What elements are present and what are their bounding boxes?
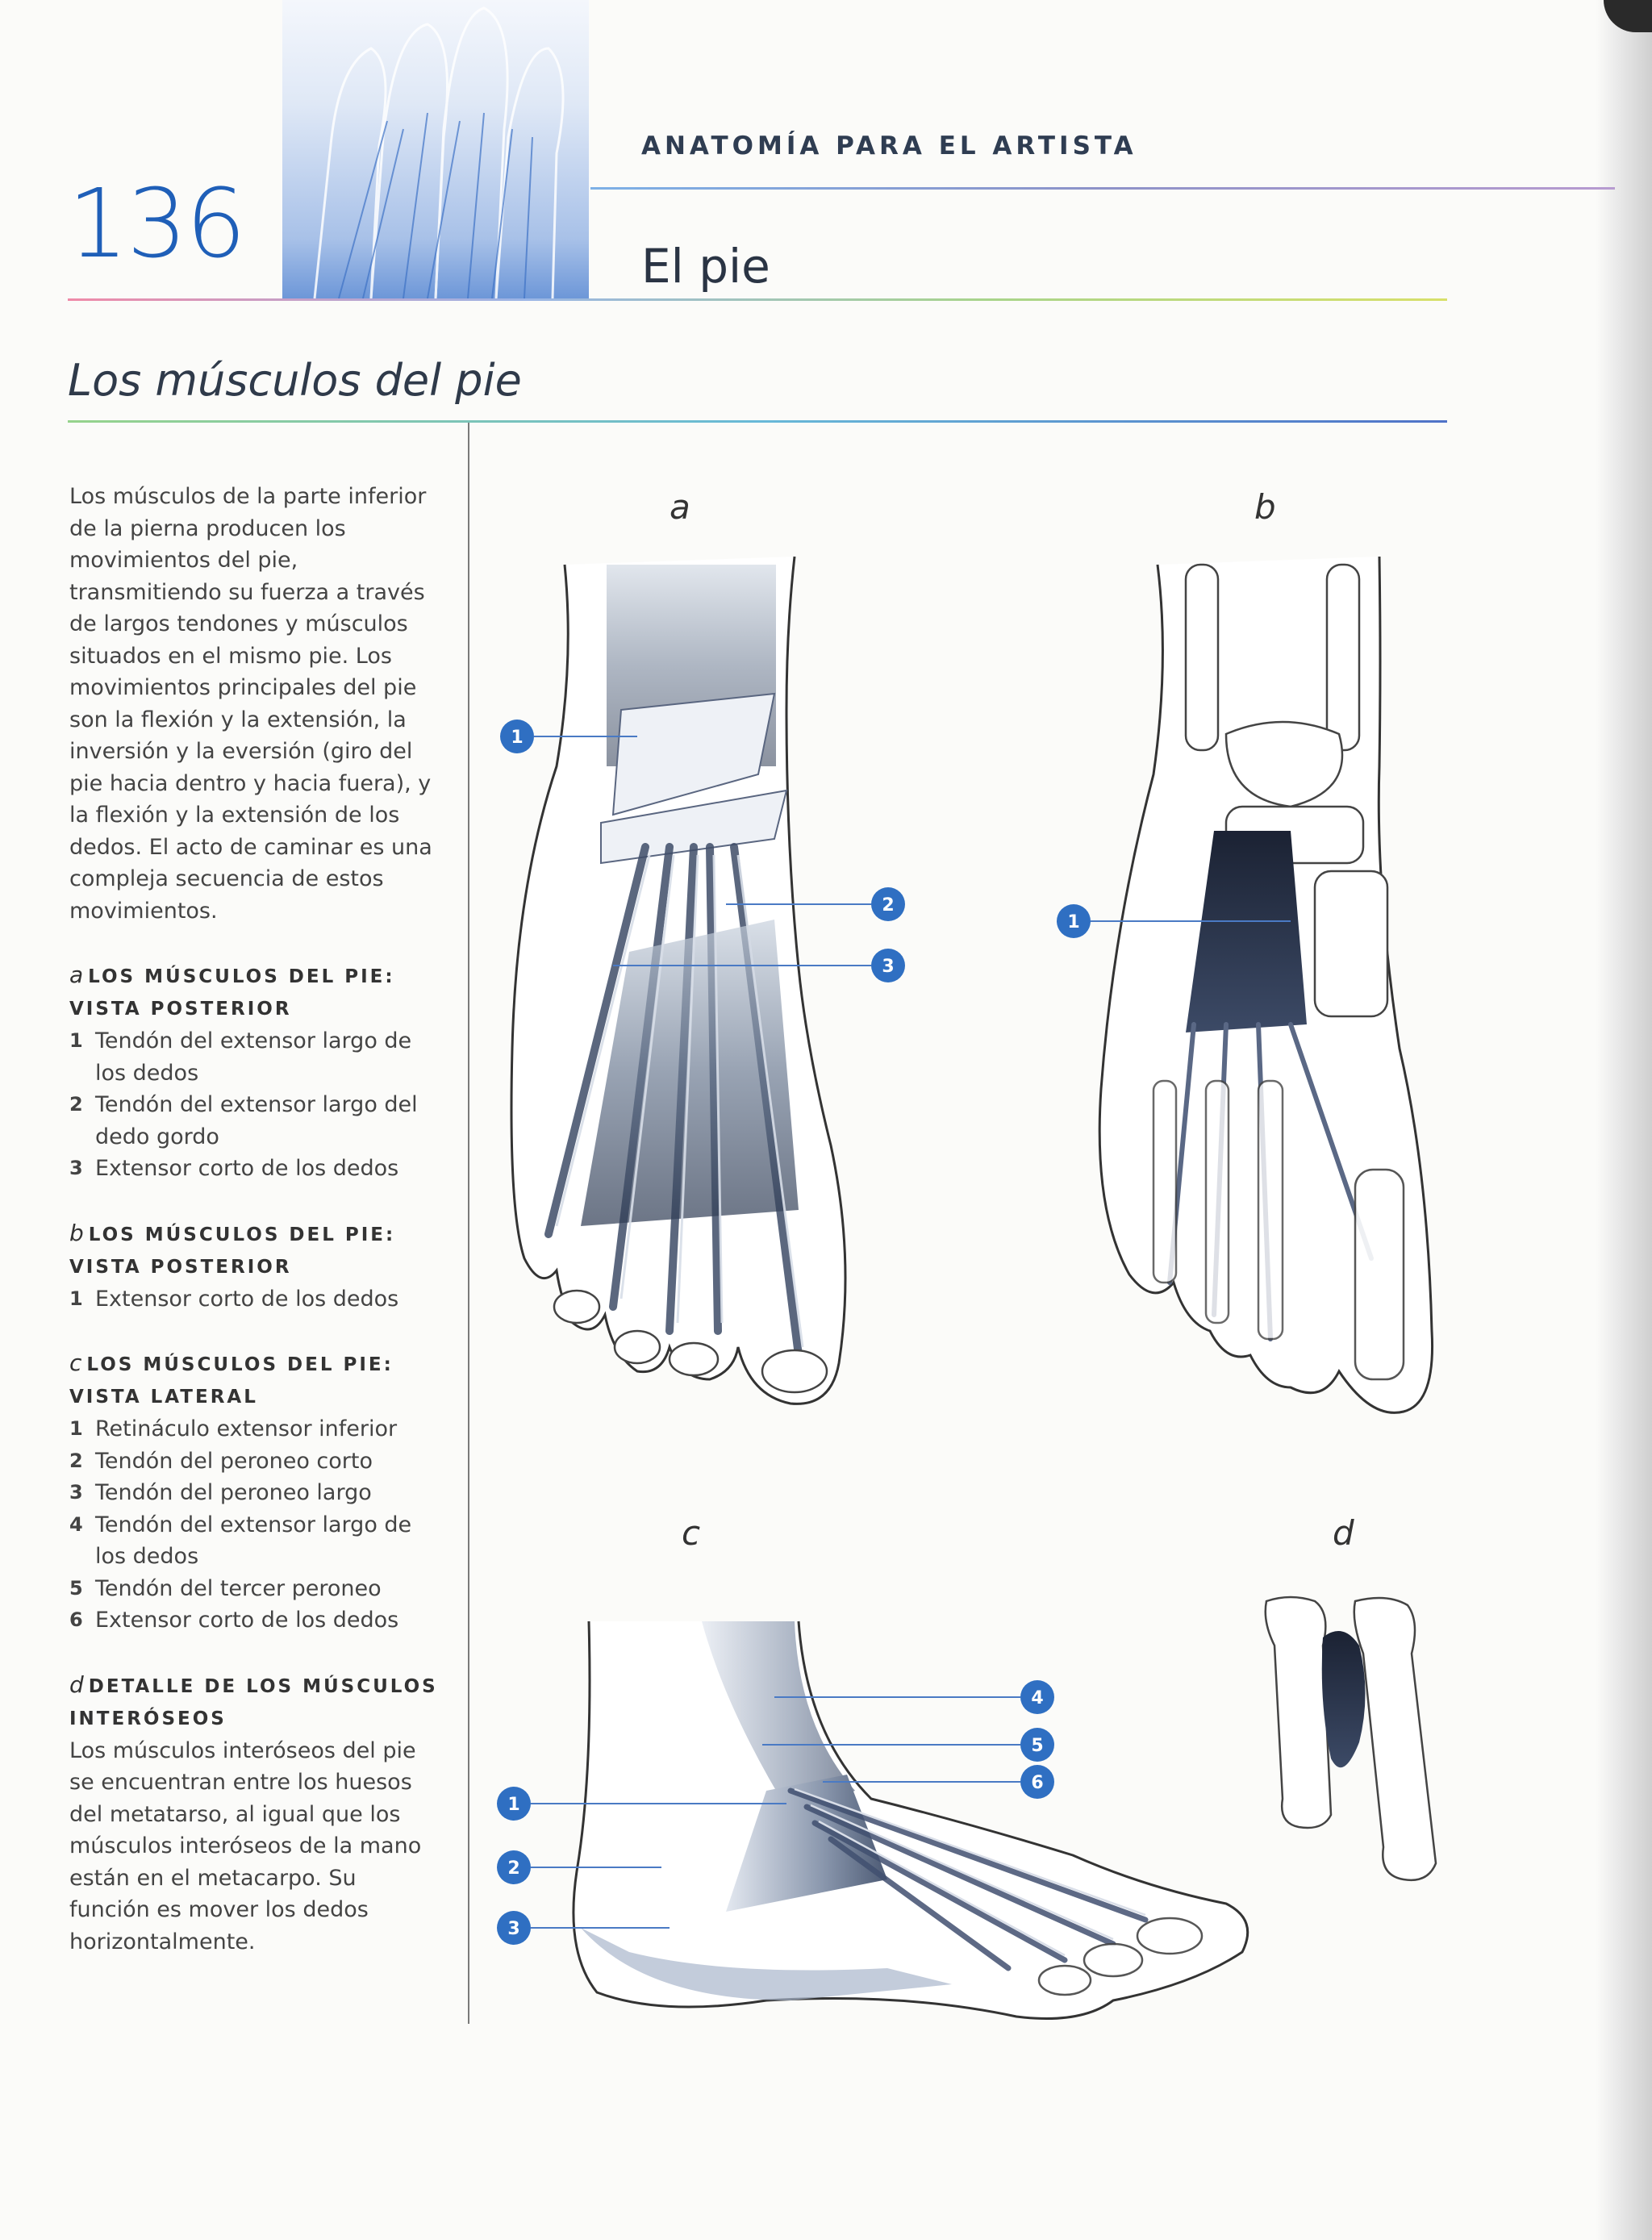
figure-a-label: a bbox=[670, 487, 690, 527]
callout-a-3: 3 bbox=[871, 949, 905, 982]
figure-d-interosseous-detail bbox=[1264, 1596, 1437, 1882]
legend-letter: a bbox=[69, 961, 84, 988]
figure-c-label: c bbox=[682, 1513, 701, 1553]
callout-number: 4 bbox=[1031, 1688, 1043, 1708]
legend-item-text: Tendón del peroneo corto bbox=[95, 1448, 373, 1474]
callout-number: 3 bbox=[882, 957, 894, 977]
callout-number: 3 bbox=[507, 1919, 519, 1939]
page-number: 136 bbox=[68, 168, 246, 279]
callout-c-2: 2 bbox=[497, 1850, 531, 1884]
legend-item-text: Tendón del tercer peroneo bbox=[95, 1575, 382, 1601]
legend-item-text: Tendón del extensor largo de los dedos bbox=[95, 1028, 412, 1086]
callout-c-1: 1 bbox=[497, 1787, 531, 1821]
legend-letter: b bbox=[69, 1219, 84, 1246]
header-thumbnail-illustration bbox=[282, 0, 589, 298]
legend-item: 1 Extensor corto de los dedos bbox=[69, 1283, 440, 1316]
page-edge-shadow bbox=[1596, 0, 1652, 2240]
legend-number: 1 bbox=[69, 1417, 83, 1440]
legend-number: 3 bbox=[69, 1481, 83, 1504]
legend-number: 5 bbox=[69, 1576, 83, 1600]
legend-title: LOS MÚSCULOS DEL PIE: VISTA LATERAL bbox=[69, 1354, 394, 1408]
callout-number: 1 bbox=[511, 728, 523, 748]
legend-list: 1 Extensor corto de los dedos bbox=[69, 1283, 440, 1316]
legend-number: 2 bbox=[69, 1449, 83, 1472]
legend-item-text: Extensor corto de los dedos bbox=[95, 1156, 399, 1181]
legend-item: 6 Extensor corto de los dedos bbox=[69, 1604, 440, 1637]
legend-item-text: Tendón del peroneo largo bbox=[95, 1480, 372, 1505]
thumbnail-foot-tendons bbox=[313, 6, 565, 298]
title-rule bbox=[68, 298, 1447, 301]
callout-c-3: 3 bbox=[497, 1911, 531, 1945]
legend-title: DETALLE DE LOS MÚSCULOS INTERÓSEOS bbox=[69, 1675, 438, 1729]
legend-item-text: Tendón del extensor largo de los dedos bbox=[95, 1512, 412, 1570]
legend-letter: c bbox=[69, 1349, 82, 1376]
figure-b-label: b bbox=[1254, 487, 1276, 527]
legend-item-text: Tendón del extensor largo del dedo gordo bbox=[95, 1092, 418, 1149]
legend-number: 4 bbox=[69, 1512, 83, 1536]
callout-c-6: 6 bbox=[1020, 1765, 1054, 1799]
callout-number: 1 bbox=[1067, 912, 1079, 932]
legend-number: 3 bbox=[69, 1157, 83, 1179]
callout-number: 2 bbox=[882, 895, 894, 916]
legend-title: LOS MÚSCULOS DEL PIE: VISTA POSTERIOR bbox=[69, 1224, 396, 1278]
chapter-title: El pie bbox=[641, 239, 770, 294]
legend-item-text: Extensor corto de los dedos bbox=[95, 1286, 399, 1312]
figure-c-foot-lateral: 4 5 6 1 2 3 bbox=[497, 1621, 1249, 2020]
legend-letter: d bbox=[69, 1671, 84, 1698]
header-rule bbox=[590, 187, 1615, 190]
legend-item: 5 Tendón del tercer peroneo bbox=[69, 1573, 440, 1605]
legend-item-text: Retináculo extensor inferior bbox=[95, 1416, 398, 1441]
column-divider bbox=[468, 423, 469, 2024]
legend-item: 3 Extensor corto de los dedos bbox=[69, 1153, 440, 1185]
callout-c-4: 4 bbox=[1020, 1680, 1054, 1714]
figure-d-label: d bbox=[1333, 1513, 1354, 1553]
legend-description: Los músculos interóseos del pie se encue… bbox=[69, 1737, 422, 1954]
callout-number: 5 bbox=[1031, 1736, 1043, 1756]
legend-item: 4 Tendón del extensor largo de los dedos bbox=[69, 1509, 440, 1573]
legend-number: 1 bbox=[69, 1029, 83, 1052]
callout-b-1: 1 bbox=[1057, 904, 1091, 938]
intro-paragraph: Los músculos de la parte inferior de la … bbox=[69, 484, 432, 924]
callout-number: 6 bbox=[1031, 1773, 1043, 1793]
legend-number: 1 bbox=[69, 1287, 83, 1310]
figure-b-foot-skeleton: 1 bbox=[1057, 556, 1434, 1414]
callout-a-2: 2 bbox=[871, 887, 905, 921]
legend-number: 6 bbox=[69, 1608, 83, 1631]
callout-c-5: 5 bbox=[1020, 1728, 1054, 1762]
legend-title: LOS MÚSCULOS DEL PIE: VISTA POSTERIOR bbox=[69, 966, 395, 1020]
legend-item: 3 Tendón del peroneo largo bbox=[69, 1477, 440, 1509]
figure-a-foot-muscles: 1 2 3 bbox=[500, 556, 905, 1405]
callout-number: 1 bbox=[507, 1795, 519, 1815]
section-title: Los músculos del pie bbox=[68, 355, 522, 406]
sidebar-text: Los músculos de la parte inferior de la … bbox=[69, 481, 440, 1958]
section-rule bbox=[68, 420, 1447, 423]
legend-item: 1 Retináculo extensor inferior bbox=[69, 1413, 440, 1445]
running-head: ANATOMÍA PARA EL ARTISTA bbox=[641, 131, 1137, 161]
legend-number: 2 bbox=[69, 1093, 83, 1116]
legend-item: 2 Tendón del peroneo corto bbox=[69, 1445, 440, 1478]
legend-item: 1 Tendón del extensor largo de los dedos bbox=[69, 1025, 440, 1089]
legend-item-text: Extensor corto de los dedos bbox=[95, 1608, 399, 1633]
callout-number: 2 bbox=[507, 1858, 519, 1879]
legend-item: 2 Tendón del extensor largo del dedo gord… bbox=[69, 1089, 440, 1153]
callout-a-1: 1 bbox=[500, 720, 534, 753]
